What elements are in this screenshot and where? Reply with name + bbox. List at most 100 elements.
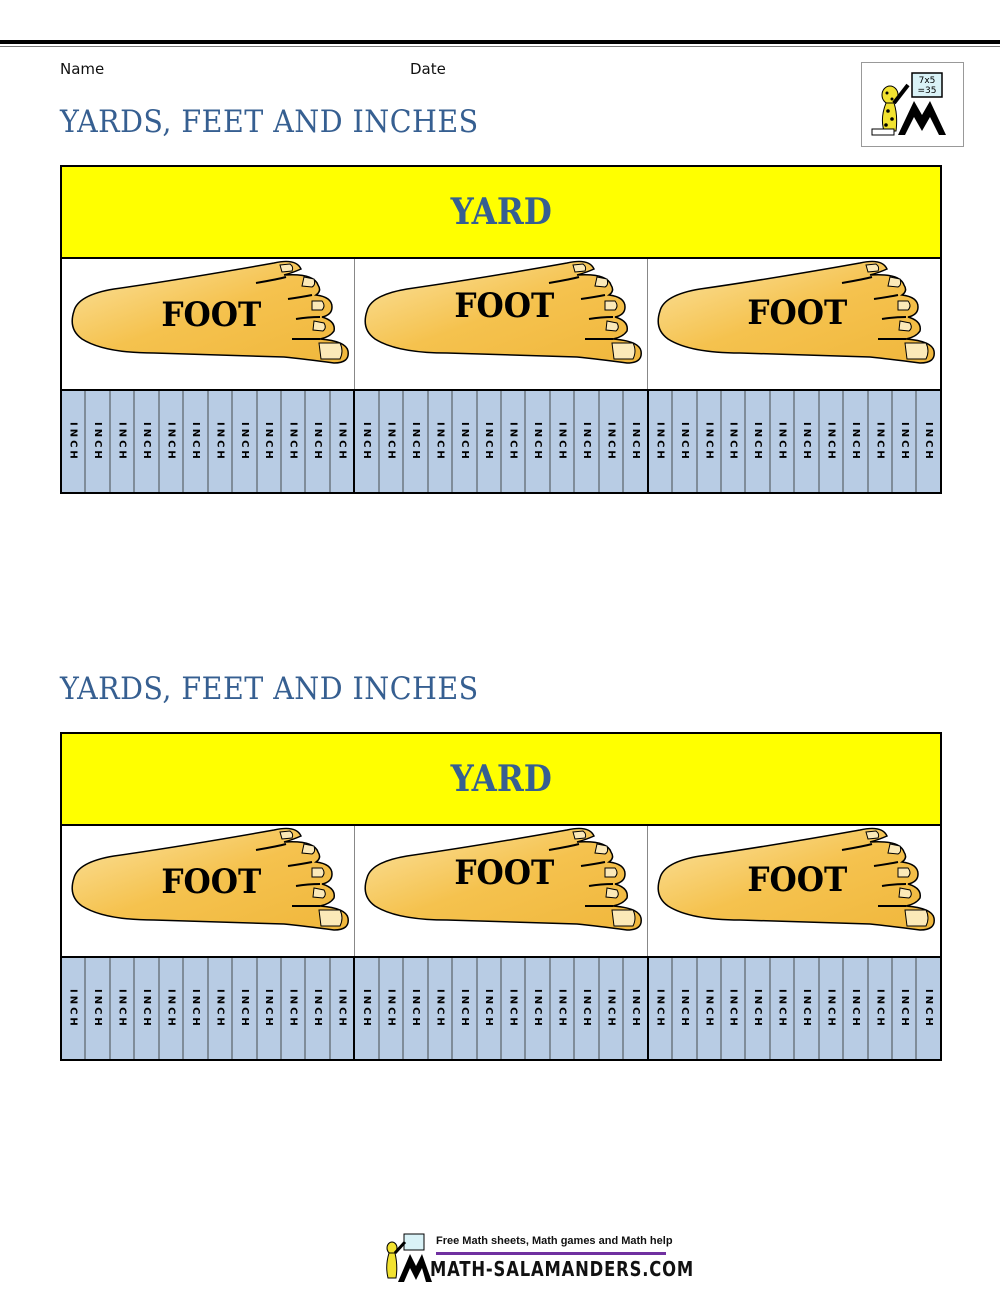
inch-label: INCH: [825, 988, 837, 1029]
inch-label: INCH: [287, 421, 299, 462]
inch-label: INCH: [776, 988, 788, 1029]
inch-label: INCH: [287, 988, 299, 1029]
inch-label: INCH: [703, 988, 715, 1029]
inch-label: INCH: [361, 988, 373, 1029]
inch-cell: INCH: [820, 391, 845, 492]
inch-cell: INCH: [380, 958, 405, 1059]
inch-cell: INCH: [526, 958, 551, 1059]
footer-divider: [436, 1252, 666, 1255]
inch-label: INCH: [801, 421, 812, 462]
inch-label: INCH: [189, 421, 201, 462]
inch-cell: INCH: [893, 958, 918, 1059]
inch-label: INCH: [165, 421, 177, 462]
inch-label: INCH: [605, 988, 617, 1029]
inch-label: INCH: [703, 421, 715, 462]
footer-site-name: MATH-SALAMANDERS.COM: [430, 1257, 695, 1281]
inch-cell: INCH: [551, 391, 576, 492]
inch-label: INCH: [263, 988, 275, 1029]
inch-cell: INCH: [282, 958, 307, 1059]
feet-row: FOOT FOOT FOOT: [62, 259, 940, 391]
inch-cell: INCH: [917, 391, 939, 492]
inch-cell: INCH: [844, 391, 869, 492]
inch-cell: INCH: [62, 391, 87, 492]
inch-cell: INCH: [404, 391, 429, 492]
inch-cell: INCH: [404, 958, 429, 1059]
inch-cell: INCH: [258, 958, 282, 1059]
inch-label: INCH: [336, 988, 348, 1029]
inch-cell: INCH: [722, 391, 747, 492]
inch-cell: INCH: [844, 958, 869, 1059]
inch-cell: INCH: [649, 958, 674, 1059]
math-salamander-logo-icon: 7x5 =35: [861, 62, 964, 147]
inch-cell: INCH: [698, 958, 722, 1059]
foot-label: FOOT: [161, 862, 262, 902]
inch-cell: INCH: [160, 391, 185, 492]
foot-cell: FOOT: [648, 259, 940, 389]
name-label: Name: [60, 60, 105, 78]
inch-label: INCH: [776, 421, 788, 462]
inch-cell: INCH: [184, 391, 209, 492]
inch-cell: INCH: [624, 391, 646, 492]
inch-label: INCH: [580, 988, 592, 1029]
inch-cell: INCH: [209, 958, 234, 1059]
inch-label: INCH: [409, 421, 421, 462]
inch-cell: INCH: [820, 958, 845, 1059]
inch-cell: INCH: [86, 391, 111, 492]
inch-cell: INCH: [795, 958, 820, 1059]
inch-label: INCH: [385, 421, 397, 462]
inch-cell: INCH: [355, 391, 380, 492]
inch-cell: INCH: [209, 391, 234, 492]
inch-cell: INCH: [160, 958, 185, 1059]
svg-text:=35: =35: [918, 86, 937, 96]
top-rule-thin: [0, 46, 1000, 47]
inch-label: INCH: [801, 988, 812, 1029]
yard-row: YARD: [62, 167, 940, 259]
inch-label: INCH: [92, 988, 104, 1029]
inch-label: INCH: [483, 421, 495, 462]
inch-label: INCH: [458, 988, 470, 1029]
inch-cell: INCH: [453, 958, 478, 1059]
inch-cell: INCH: [453, 391, 478, 492]
inch-cell: INCH: [722, 958, 747, 1059]
inch-label: INCH: [849, 421, 861, 462]
inch-cell: INCH: [258, 391, 282, 492]
inch-label: INCH: [556, 421, 568, 462]
inch-label: INCH: [825, 421, 837, 462]
inch-cell: INCH: [795, 391, 820, 492]
inch-label: INCH: [361, 421, 373, 462]
inch-cell: INCH: [306, 958, 331, 1059]
inch-label: INCH: [434, 421, 446, 462]
inch-label: INCH: [238, 421, 250, 462]
inch-label: INCH: [654, 421, 666, 462]
inch-label: INCH: [409, 988, 421, 1029]
inch-label: INCH: [532, 421, 544, 462]
inch-cell: INCH: [135, 391, 160, 492]
inch-label: INCH: [67, 421, 79, 462]
inch-cell: INCH: [111, 391, 136, 492]
inch-cell: INCH: [478, 958, 502, 1059]
inch-cell: INCH: [771, 391, 796, 492]
inch-cell: INCH: [893, 391, 918, 492]
inch-cell: INCH: [282, 391, 307, 492]
inch-label: INCH: [874, 988, 886, 1029]
footer-logo: Free Math sheets, Math games and Math he…: [380, 1232, 693, 1284]
inch-label: INCH: [898, 421, 910, 462]
inch-label: INCH: [141, 988, 153, 1029]
inch-label: INCH: [507, 988, 519, 1029]
inch-label: INCH: [116, 421, 128, 462]
inch-group: INCH INCH INCH INCH INCH INCH INCH INCH INCH INCH…: [355, 958, 649, 1059]
inch-cell: INCH: [331, 391, 353, 492]
inch-cell: INCH: [355, 958, 380, 1059]
inch-cell: INCH: [575, 958, 600, 1059]
foot-label: FOOT: [161, 295, 262, 335]
yard-row: YARD: [62, 734, 940, 826]
inch-cell: INCH: [917, 958, 939, 1059]
inch-cell: INCH: [502, 958, 527, 1059]
inch-cell: INCH: [624, 958, 646, 1059]
inch-label: INCH: [605, 421, 617, 462]
inch-cell: INCH: [111, 958, 136, 1059]
inch-label: INCH: [165, 988, 177, 1029]
